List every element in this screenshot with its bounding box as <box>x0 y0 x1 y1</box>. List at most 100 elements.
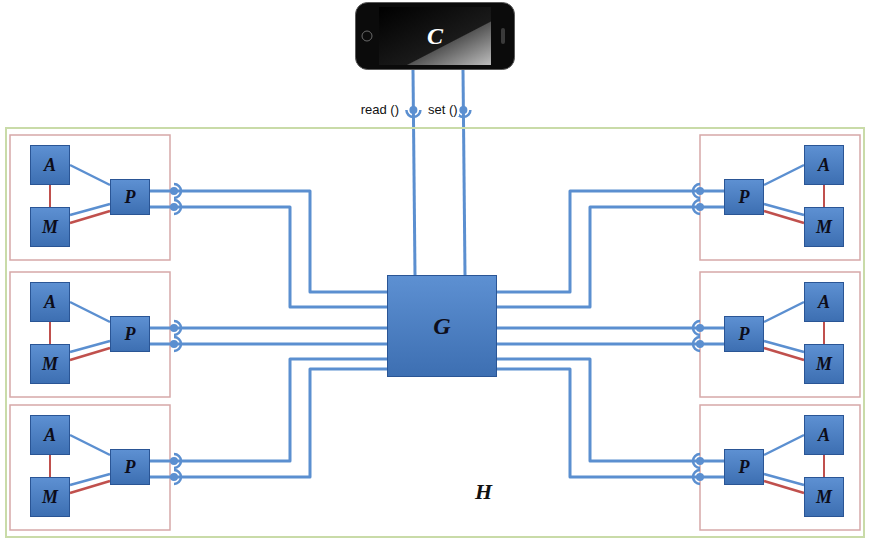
module-outline <box>10 272 170 397</box>
socket-ball <box>170 203 178 211</box>
a-box: A <box>30 282 70 322</box>
connector <box>764 302 804 322</box>
component-label: P <box>739 458 750 476</box>
connector <box>150 369 387 477</box>
component-label: C <box>427 24 443 48</box>
connector <box>497 369 724 477</box>
connector <box>150 343 387 346</box>
connector <box>150 359 387 461</box>
socket-ball <box>696 203 704 211</box>
m-box: M <box>804 344 844 384</box>
p-box: P <box>724 179 764 215</box>
component-label: M <box>816 488 832 506</box>
socket-cup <box>174 470 181 484</box>
connector <box>497 207 724 307</box>
socket-symbol <box>170 184 181 198</box>
component-label: M <box>42 355 58 373</box>
connector <box>497 327 724 330</box>
socket-ball <box>170 187 178 195</box>
a-box: A <box>804 145 844 185</box>
socket-symbol <box>170 454 181 468</box>
socket-symbol <box>693 337 704 351</box>
socket-symbol <box>693 321 704 335</box>
m-box: M <box>30 207 70 247</box>
socket-symbol <box>693 470 704 484</box>
p-box: P <box>110 449 150 485</box>
socket-ball <box>696 187 704 195</box>
interface-label: read () <box>360 103 400 116</box>
component-label: M <box>816 218 832 236</box>
connector <box>497 343 724 346</box>
component-label: P <box>125 325 136 343</box>
socket-cup <box>693 454 700 468</box>
component-label: A <box>818 156 830 174</box>
component-label: A <box>44 293 56 311</box>
host-frame: HAMPAMPAMPAMPAMPAMPG <box>5 127 865 538</box>
m-box: M <box>804 477 844 517</box>
m-box: M <box>804 207 844 247</box>
socket-ball <box>459 106 467 114</box>
socket-ball <box>696 457 704 465</box>
module-outline <box>10 405 170 530</box>
socket-cup <box>174 200 181 214</box>
component-label: M <box>42 488 58 506</box>
component-label: A <box>44 156 56 174</box>
component-label: P <box>739 188 750 206</box>
socket-symbol <box>693 184 704 198</box>
connector <box>823 322 825 344</box>
a-box: A <box>30 145 70 185</box>
connector <box>463 70 465 275</box>
component-label: A <box>44 426 56 444</box>
connector <box>413 70 415 275</box>
frame-label: H <box>475 481 492 503</box>
connector <box>49 322 51 344</box>
a-box: A <box>804 282 844 322</box>
socket-cup <box>174 454 181 468</box>
module-outline <box>700 272 860 397</box>
a-box: A <box>30 415 70 455</box>
component-label: A <box>818 293 830 311</box>
gateway-box: G <box>387 275 497 377</box>
connector <box>70 435 110 455</box>
component-label: M <box>42 218 58 236</box>
socket-cup <box>693 321 700 335</box>
connector <box>70 211 110 223</box>
socket-cup <box>693 184 700 198</box>
socket-ball <box>409 106 417 114</box>
p-box: P <box>110 179 150 215</box>
component-label: P <box>125 188 136 206</box>
socket-symbol <box>170 337 181 351</box>
socket-ball <box>696 324 704 332</box>
connector <box>150 207 387 307</box>
connector <box>150 327 387 330</box>
socket-ball <box>170 457 178 465</box>
connector <box>49 455 51 477</box>
client-phone: C <box>355 2 515 70</box>
socket-symbol <box>406 106 420 117</box>
socket-cup <box>174 321 181 335</box>
socket-ball <box>170 340 178 348</box>
module-outline <box>700 405 860 530</box>
connector <box>764 435 804 455</box>
component-label: P <box>125 458 136 476</box>
socket-cup <box>406 110 420 117</box>
module-outline <box>10 135 170 260</box>
socket-ball <box>170 324 178 332</box>
connector <box>764 481 804 493</box>
component-label: M <box>816 355 832 373</box>
socket-symbol <box>693 454 704 468</box>
socket-cup <box>174 184 181 198</box>
phone-screen <box>379 7 491 65</box>
connector <box>823 185 825 207</box>
socket-ball <box>170 473 178 481</box>
socket-symbol <box>170 321 181 335</box>
connector <box>764 165 804 185</box>
connector <box>70 302 110 322</box>
module-outline <box>700 135 860 260</box>
connector <box>823 455 825 477</box>
socket-cup <box>693 337 700 351</box>
a-box: A <box>804 415 844 455</box>
socket-cup <box>693 470 700 484</box>
m-box: M <box>30 344 70 384</box>
